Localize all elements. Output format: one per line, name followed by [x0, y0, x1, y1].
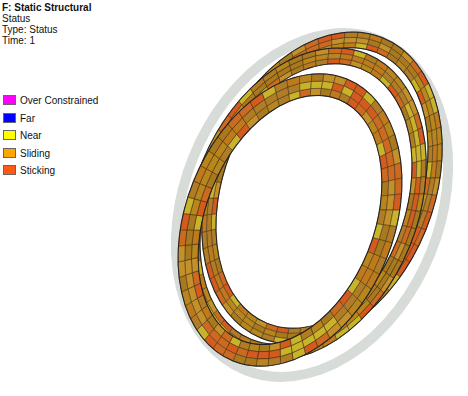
legend-swatch	[3, 165, 16, 175]
shadow	[127, 0, 468, 396]
mesh-cell	[381, 181, 388, 196]
mesh-cell	[427, 195, 436, 213]
mesh-cell	[329, 48, 343, 53]
mesh-cell	[250, 78, 264, 93]
mesh-cell	[178, 245, 185, 262]
mesh-cell	[191, 244, 198, 259]
mesh-cell	[388, 180, 395, 196]
result-title: F: Static Structural	[2, 2, 91, 13]
legend-swatch	[3, 130, 16, 140]
mesh-cell	[390, 260, 402, 278]
legend-label: Sticking	[20, 165, 55, 176]
mesh-cell	[395, 178, 402, 195]
result-info: Type: Status	[2, 24, 58, 35]
legend-label: Over Constrained	[20, 95, 98, 106]
mesh-cell	[289, 54, 303, 65]
legend-swatch	[3, 95, 16, 105]
mesh-cell	[359, 303, 373, 319]
ring-edge	[157, 0, 468, 380]
mesh-cell	[421, 160, 426, 178]
legend-swatch	[3, 148, 16, 158]
mesh-cell	[328, 53, 341, 58]
mesh-cell	[257, 351, 269, 358]
mesh-cell	[345, 32, 359, 37]
ring-edge	[163, 68, 416, 372]
mesh-cell	[388, 165, 395, 181]
back-ring	[157, 0, 468, 380]
legend-label: Near	[20, 130, 42, 141]
mesh-cell	[188, 181, 200, 199]
mesh-cell	[259, 344, 270, 352]
mesh-cell	[380, 241, 392, 259]
mesh-cell	[263, 68, 277, 82]
mesh-cell	[370, 290, 384, 307]
legend-label: Far	[20, 113, 35, 124]
result-info: Status	[2, 13, 30, 24]
middle-ring	[141, 12, 468, 396]
mesh-cell	[311, 74, 324, 81]
ring-edge	[176, 16, 467, 360]
mesh-cell	[311, 81, 323, 88]
mesh-cell	[304, 341, 318, 355]
ring-edge	[137, 40, 444, 396]
mesh-cell	[432, 145, 437, 162]
ring-edge	[160, 32, 451, 376]
mesh-cell	[416, 161, 421, 178]
mesh-cell	[185, 259, 192, 275]
legend-swatch	[3, 113, 16, 123]
mesh-cell	[411, 211, 420, 229]
mesh-cell	[185, 245, 192, 261]
mesh-cell	[262, 86, 276, 100]
mesh-cell	[437, 144, 442, 162]
ring-edge	[141, 12, 468, 396]
mesh-cell	[194, 166, 207, 184]
mesh-cell	[381, 276, 394, 294]
mesh-cell	[344, 37, 357, 42]
mesh-cell	[207, 214, 212, 231]
mesh-cell	[374, 256, 387, 274]
mesh-cell	[256, 359, 269, 366]
front-ring	[137, 40, 444, 396]
result-info: Time: 1	[2, 35, 35, 46]
mesh-cell	[305, 38, 319, 49]
legend-label: Sliding	[20, 148, 50, 159]
mesh-cell	[310, 88, 321, 96]
